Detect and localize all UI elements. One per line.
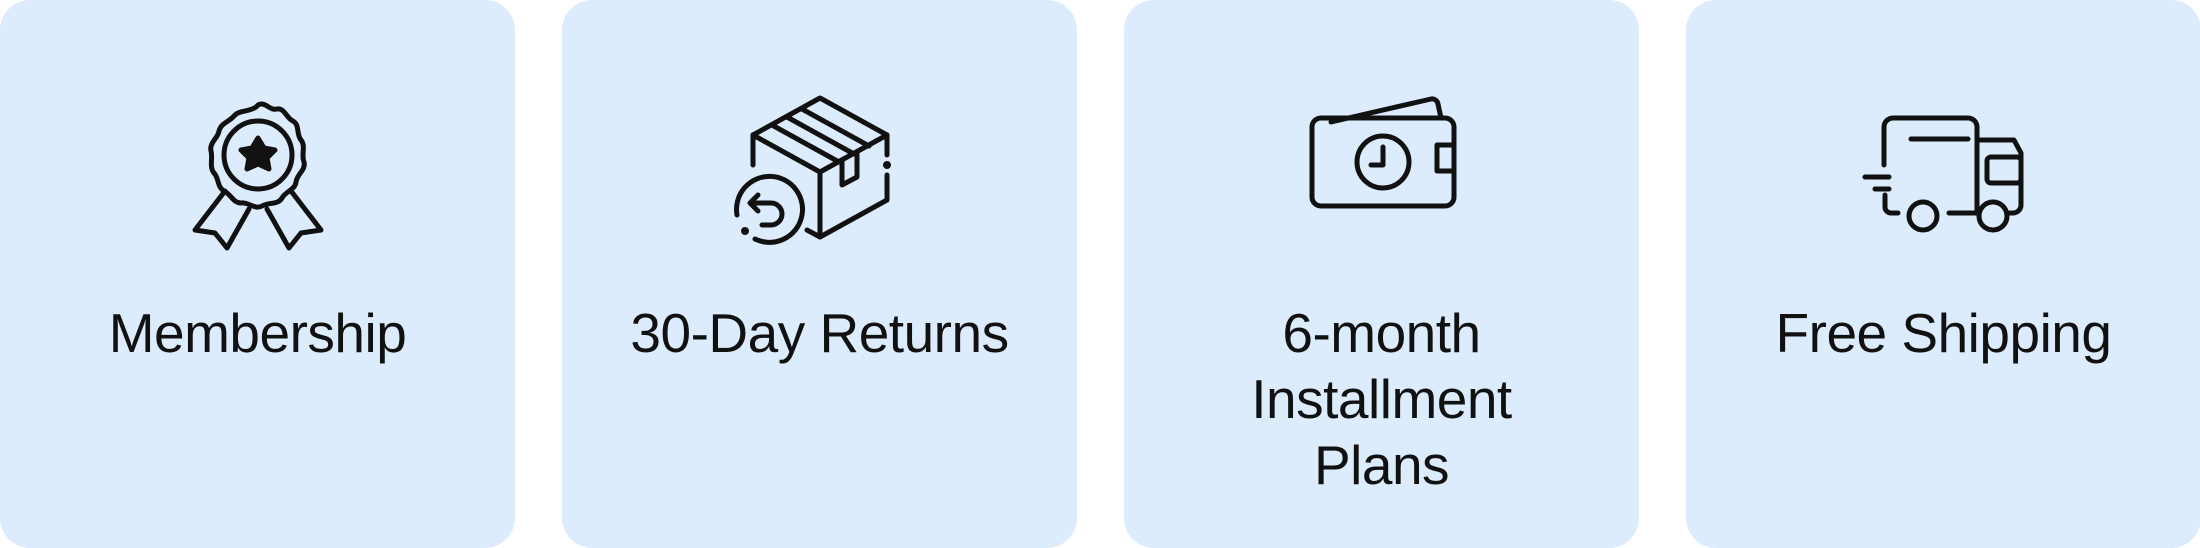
feature-card-shipping: Free Shipping <box>1686 0 2200 548</box>
feature-card-installments: 6-month Installment Plans <box>1124 0 1639 548</box>
box-return-icon <box>727 85 913 271</box>
award-ribbon-icon <box>165 85 351 271</box>
feature-label: 6-month Installment Plans <box>1251 302 1512 496</box>
feature-label: Free Shipping <box>1775 302 2112 364</box>
feature-card-membership: Membership <box>0 0 515 548</box>
feature-label: 30-Day Returns <box>630 302 1009 364</box>
feature-card-returns: 30-Day Returns <box>562 0 1077 548</box>
delivery-truck-icon <box>1851 85 2037 271</box>
feature-label: Membership <box>108 302 407 364</box>
wallet-clock-icon <box>1289 85 1475 271</box>
